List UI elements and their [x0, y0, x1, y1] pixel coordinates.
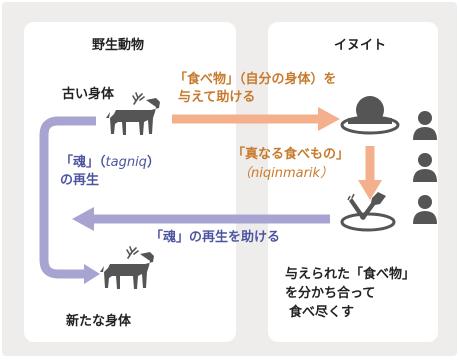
soul-rebirth-loop-arrow: [39, 116, 96, 279]
true-food-arrowhead: [358, 180, 382, 200]
share-label-line3: 食べ尽くす: [289, 305, 355, 320]
serving-dish-icon: [340, 96, 400, 135]
give-food-label-line1: 「食べ物」（自分の身体）を: [174, 72, 337, 87]
person-icon: [413, 153, 437, 182]
share-label-line1: 与えられた「食べ物」: [285, 267, 416, 282]
soul-term: tagniq: [105, 155, 147, 170]
person-icon: [413, 111, 437, 140]
give-food-label-line2: 与えて助ける: [178, 90, 256, 105]
caribou-icon: [105, 92, 161, 136]
help-rebirth-label: 「魂」の再生を助ける: [150, 230, 281, 245]
true-food-label: 「真なる食べもの」: [232, 147, 350, 162]
old-body-label: 古い身体: [62, 87, 115, 102]
wild-animals-panel: [24, 22, 236, 342]
caribou-icon: [99, 246, 155, 290]
person-icon: [413, 195, 437, 224]
soul-rebirth-loop-arrowhead: [84, 264, 100, 284]
fork-knife-icon: [340, 192, 396, 232]
true-food-term: （niqinmarik）: [238, 166, 334, 181]
new-body-label: 新たな身体: [66, 314, 132, 329]
wild-animals-title: 野生動物: [92, 38, 145, 53]
inuit-panel: [268, 22, 438, 342]
soul-label-suffix: ）: [146, 155, 160, 170]
soul-label-line2: の再生: [60, 173, 100, 188]
give-food-arrowhead: [318, 107, 340, 131]
soul-label-line1: 「魂」（tagniq）: [60, 154, 160, 171]
inuit-title: イヌイト: [334, 38, 387, 53]
soul-label-prefix: 「魂」（: [60, 155, 106, 170]
help-rebirth-arrowhead: [72, 207, 94, 231]
share-label-line2: を分かち合って: [285, 286, 376, 301]
